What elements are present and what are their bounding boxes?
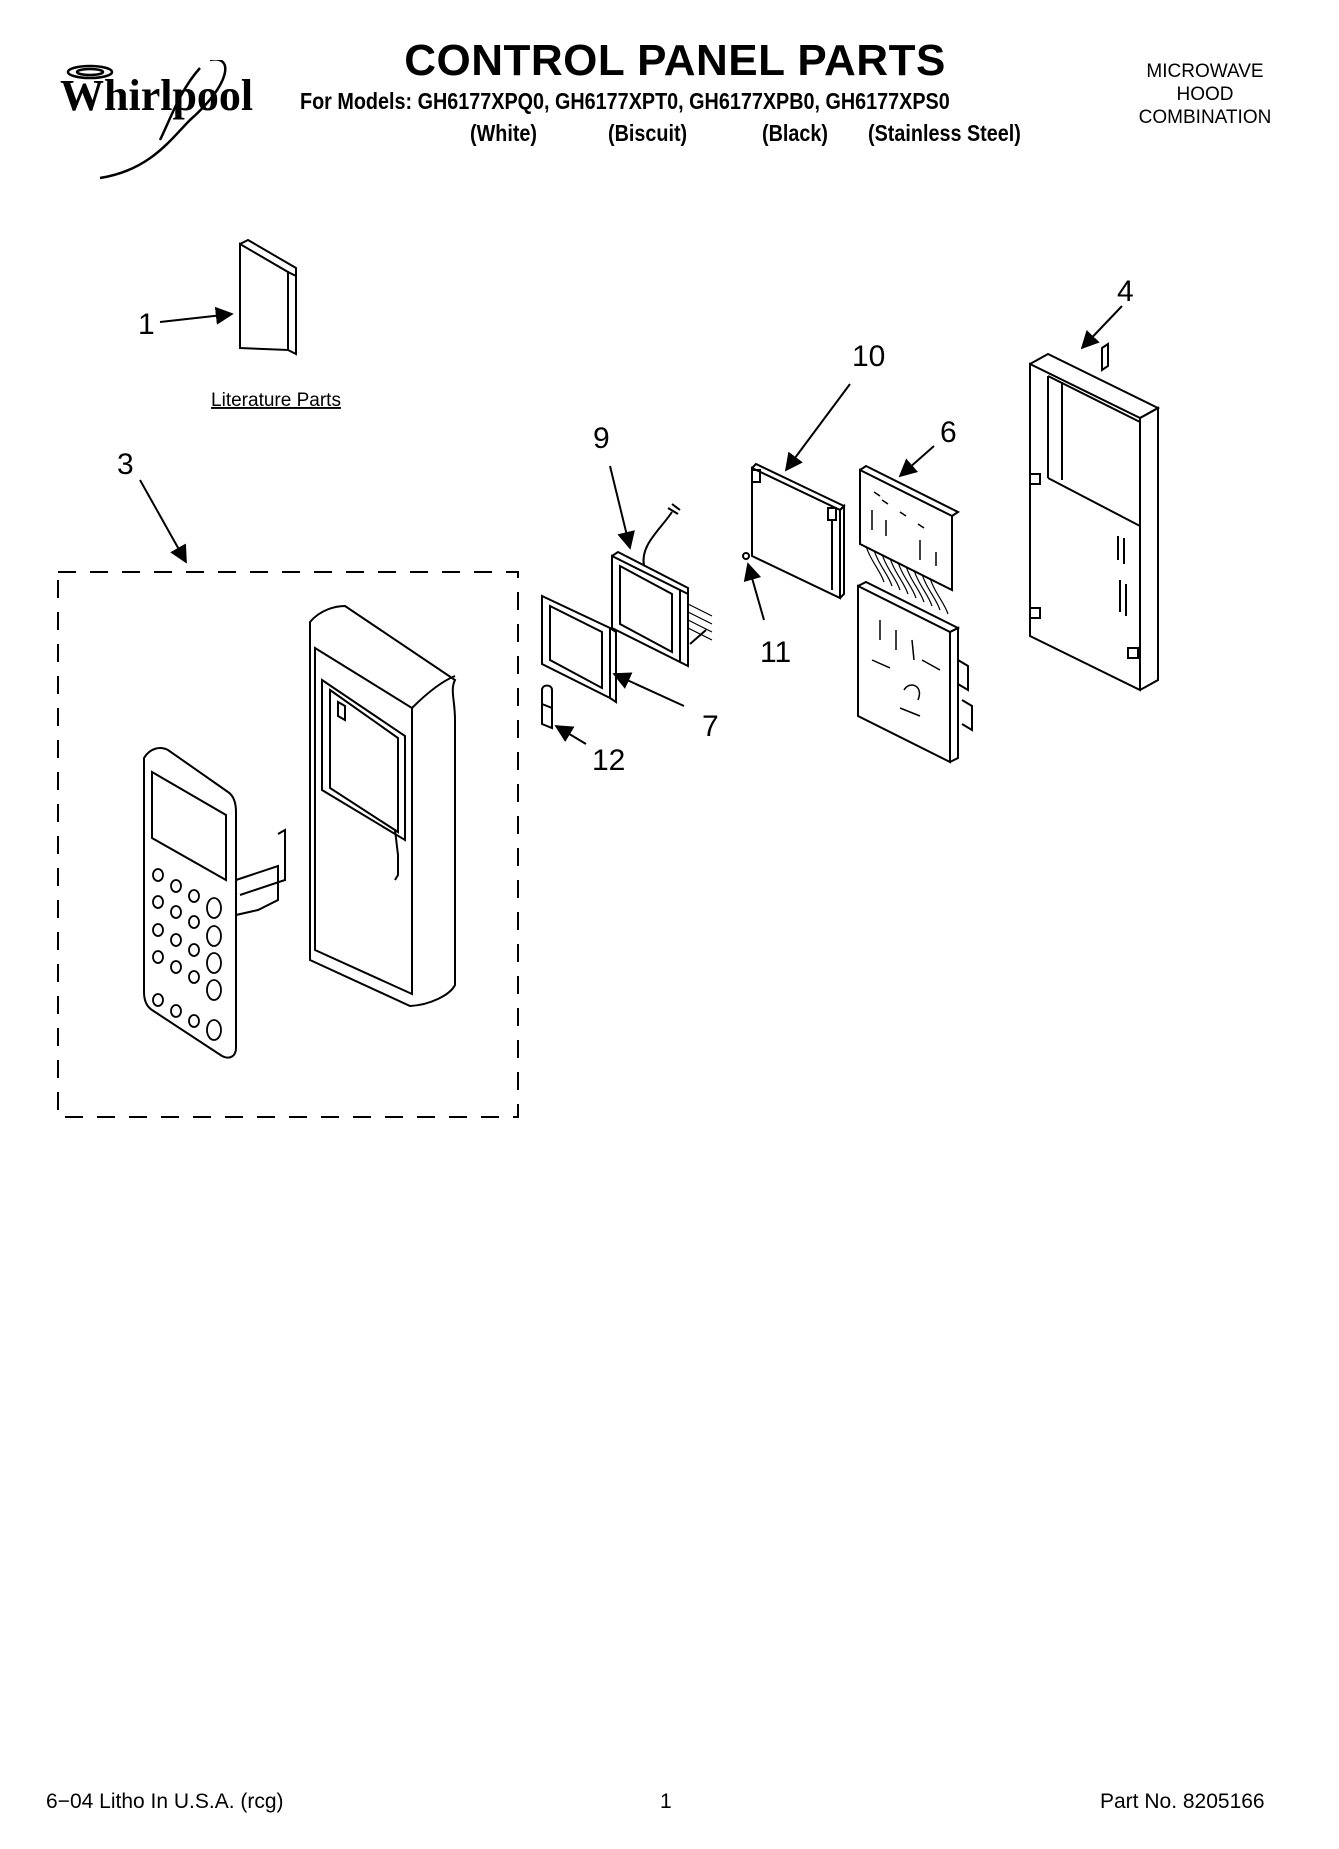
part-3-keypad-overlay (143, 747, 286, 1059)
finish-black: (Black) (762, 120, 828, 146)
part-6-ribbon-cable (865, 545, 949, 615)
leader-10 (784, 383, 851, 472)
callout-10: 10 (852, 340, 885, 373)
keypad-buttons (152, 868, 222, 1041)
leader-9 (609, 465, 635, 550)
product-type-line-1: MICROWAVE (1146, 61, 1264, 82)
finish-stainless: (Stainless Steel) (868, 120, 1021, 146)
page-title: CONTROL PANEL PARTS (404, 36, 946, 85)
part-6-main-board (857, 580, 973, 764)
product-type-line-2: HOOD (1176, 84, 1234, 105)
callout-4: 4 (1117, 275, 1134, 308)
part-1-literature (239, 238, 297, 356)
leader-11 (743, 562, 765, 621)
callout-7: 7 (702, 710, 719, 743)
part-3-control-panel-front (309, 604, 457, 1008)
print-info: 6−04 Litho In U.S.A. (rcg) (46, 1790, 284, 1813)
part-10-bracket (751, 462, 846, 600)
leader-12 (554, 725, 587, 745)
callout-6: 6 (940, 416, 957, 449)
part-11-screw (742, 552, 750, 560)
leader-1 (159, 306, 234, 325)
svg-text:Whirlpool: Whirlpool (60, 71, 253, 120)
finish-white: (White) (470, 120, 538, 146)
finish-biscuit: (Biscuit) (608, 120, 688, 146)
part-6-control-board (859, 464, 960, 592)
leader-4 (1080, 305, 1123, 350)
literature-parts-label: Literature Parts (211, 390, 341, 411)
page-number: 1 (660, 1790, 672, 1813)
part-9-display (611, 503, 713, 668)
models-line: For Models: GH6177XPQ0, GH6177XPT0, GH61… (300, 88, 950, 114)
whirlpool-logo: Whirlpool (60, 60, 253, 180)
part-number: Part No. 8205166 (1100, 1790, 1265, 1813)
leader-3 (139, 479, 187, 564)
product-type-line-3: COMBINATION (1138, 107, 1272, 128)
callout-1: 1 (138, 308, 155, 341)
part-7-lens (541, 594, 617, 704)
callout-12: 12 (592, 744, 625, 777)
leader-7 (612, 672, 685, 707)
product-type: MICROWAVE HOOD COMBINATION (1120, 60, 1290, 129)
part-4-housing (1029, 342, 1161, 692)
callout-9: 9 (593, 422, 610, 455)
part-12-clip (541, 684, 553, 730)
leader-6 (898, 445, 935, 478)
callout-3: 3 (117, 448, 134, 481)
callout-11: 11 (760, 636, 791, 669)
part-3-assembly-box (57, 571, 519, 1118)
